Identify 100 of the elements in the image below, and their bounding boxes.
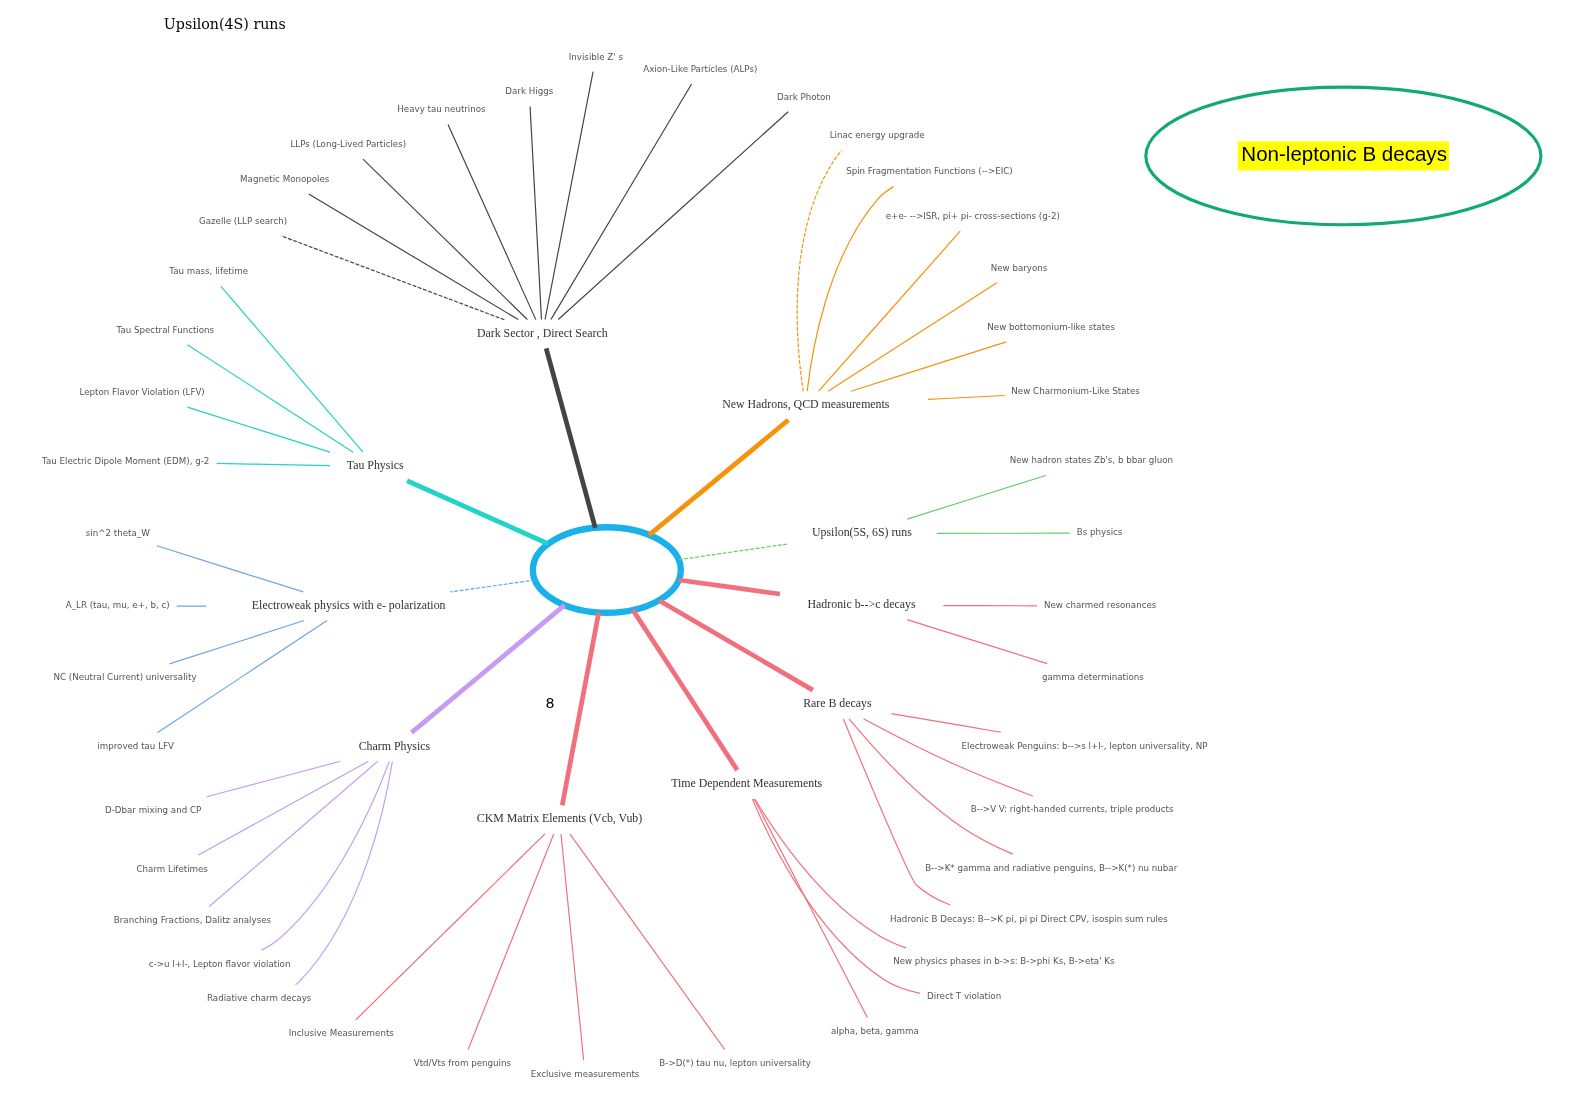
connector — [890, 713, 1002, 733]
connector — [942, 604, 1038, 607]
node-text: A_LR (tau, mu, e+, b, c) — [65, 600, 170, 611]
node-text: Radiative charm decays — [206, 993, 312, 1004]
connector — [796, 150, 843, 392]
connector — [848, 718, 1014, 855]
connector — [208, 760, 379, 908]
node-text: Axion-Like Particles (ALPs) — [643, 63, 758, 74]
connector — [197, 760, 370, 856]
node-text: Electroweak Penguins: b-->s l+l-, lepton universality, NP — [961, 740, 1208, 751]
node-text: CKM Matrix Elements (Vcb, Vub) — [476, 811, 643, 826]
connector — [362, 158, 528, 321]
label: Upsilon(4S) runs — [163, 15, 286, 32]
connector — [827, 282, 998, 392]
node-text: Bs physics — [1076, 527, 1123, 538]
connector — [550, 83, 693, 320]
connector — [647, 418, 790, 537]
node-text: New physics phases in b->s: B->phi Ks, B->eta' Ks — [893, 956, 1115, 967]
connector — [630, 608, 740, 772]
node-text: Vtd/Vts from penguins — [413, 1058, 512, 1069]
connector — [529, 105, 543, 321]
node-text: Branching Fractions, Dalitz analyses — [113, 915, 272, 926]
node-text: Dark Sector , Direct Search — [476, 325, 608, 340]
connector — [215, 462, 331, 467]
connector — [308, 193, 519, 321]
node-text: Spin Fragmentation Functions (-->EIC) — [846, 166, 1013, 177]
node-text: Hadronic B Decays: B-->K pi, pi pi Direct CPV, isospin sum rules — [890, 913, 1168, 924]
node-text: Tau mass, lifetime — [169, 266, 249, 277]
node-text: NC (Neutral Current) universality — [53, 672, 197, 683]
connector — [850, 341, 1007, 392]
connector — [751, 798, 921, 994]
connector — [467, 833, 555, 1051]
connector — [906, 619, 1048, 665]
connector — [156, 545, 304, 593]
connector — [186, 406, 331, 453]
connector — [176, 605, 207, 607]
node-text: New charmed resonances — [1043, 600, 1157, 611]
node-text: Tau Spectral Functions — [116, 324, 215, 335]
node-text: New Hadrons, QCD measurements — [722, 397, 890, 412]
node-text: B-->V V: right-handed currents, triple products — [970, 804, 1174, 815]
connector — [936, 532, 1071, 534]
node-text: Dark Photon — [777, 91, 831, 102]
connector — [355, 833, 546, 1021]
connector — [294, 760, 393, 986]
node-text: Gazelle (LLP search) — [198, 215, 288, 226]
connector — [862, 718, 1034, 797]
node-text: Invisible Z' s — [568, 51, 623, 62]
connector — [557, 111, 789, 321]
connector — [906, 474, 1047, 520]
node-text: Tau Electric Dipole Moment (EDM), g-2 — [42, 455, 210, 466]
node-text: B-->K* gamma and radiative penguins, B-->K(*) nu nubar — [925, 862, 1178, 873]
node-text: Time Dependent Measurements — [671, 776, 823, 791]
node-text: Lepton Flavor Violation (LFV) — [79, 387, 205, 398]
node-text: c->u l+l-, Lepton flavor violation — [148, 958, 291, 969]
node-text: Electroweak physics with e- polarization — [251, 597, 446, 612]
connector — [220, 285, 364, 453]
node-text: B->D(*) tau nu, lepton universality — [659, 1058, 811, 1069]
connector — [449, 579, 536, 593]
node-text: Rare B decays — [803, 696, 872, 711]
node-text: Inclusive Measurements — [288, 1028, 394, 1039]
connector — [657, 598, 815, 693]
node-text: Charm Lifetimes — [136, 863, 208, 874]
label: 8 — [545, 694, 555, 711]
connector — [156, 619, 328, 734]
node-text: New hadron states Zb's, b bbar gluon — [1009, 455, 1174, 466]
connector — [544, 71, 594, 321]
connector — [806, 186, 895, 392]
connector — [260, 760, 390, 951]
node-text: Charm Physics — [358, 738, 431, 753]
node-text: D-Dbar mixing and CP — [104, 805, 202, 816]
connector — [927, 394, 1006, 400]
node-text: Hadronic b-->c decays — [807, 597, 916, 612]
connector — [754, 798, 907, 949]
node-text: Magnetic Monopoles — [240, 173, 330, 184]
node-text: Heavy tau neutrinos — [397, 104, 486, 115]
connector — [543, 347, 598, 529]
connector — [753, 798, 868, 1019]
node-text: New baryons — [990, 262, 1048, 273]
node-text: improved tau LFV — [97, 741, 174, 752]
node-text: Direct T violation — [927, 991, 1002, 1002]
connector — [559, 612, 602, 806]
node-text: sin^2 theta_W — [85, 527, 150, 538]
node-text: alpha, beta, gamma — [830, 1026, 919, 1037]
connector — [280, 235, 505, 321]
node-text: Tau Physics — [346, 458, 404, 473]
node-text: gamma determinations — [1042, 672, 1144, 683]
connector — [406, 478, 550, 546]
node-text: Upsilon(5S, 6S) runs — [812, 525, 912, 540]
node-text: Linac energy upgrade — [829, 130, 925, 141]
node-text: e+e- -->ISR, pi+ pi- cross-sections (g-2) — [885, 211, 1060, 222]
connector — [560, 833, 585, 1061]
connector — [842, 718, 951, 906]
node-ellipse — [529, 524, 684, 616]
connector — [818, 230, 961, 392]
node-text: Exclusive measurements — [530, 1068, 640, 1079]
connector — [447, 123, 537, 321]
node-text: New Charmonium-Like States — [1011, 386, 1140, 397]
node-text: LLPs (Long-Lived Particles) — [290, 139, 407, 150]
connector — [206, 760, 342, 798]
connector — [186, 344, 354, 453]
